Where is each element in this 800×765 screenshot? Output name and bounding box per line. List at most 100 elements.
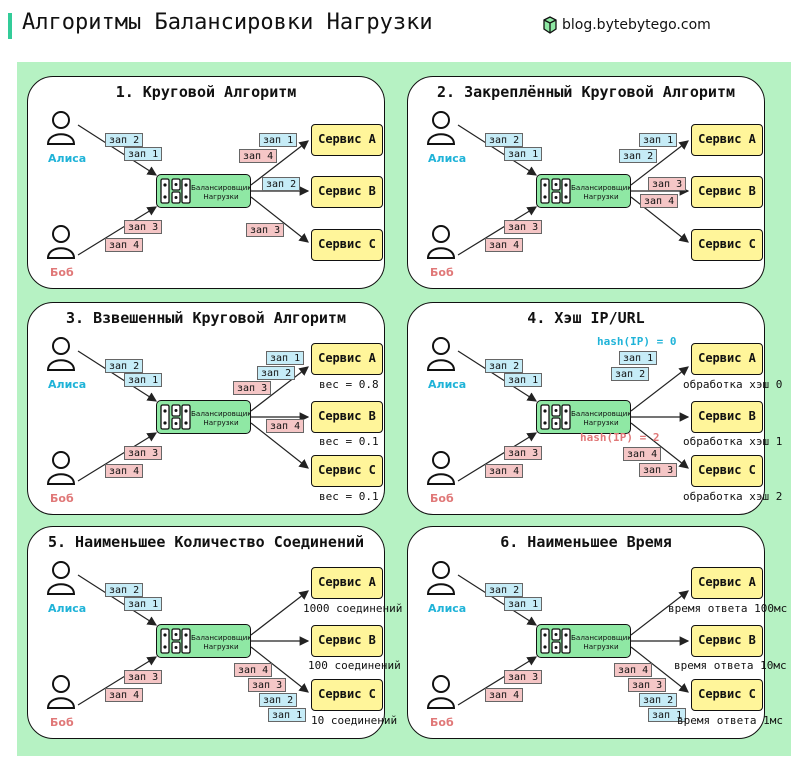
service-a-note: обработка хэш 0 xyxy=(683,378,783,391)
service-a-box: Сервис A xyxy=(691,124,763,156)
request-badge: зап 1 xyxy=(268,708,307,722)
service-a-box: Сервис A xyxy=(311,567,383,599)
panel-title: 3. Взвешенный Круговой Алгоритм xyxy=(66,309,346,327)
load-balancer-icon xyxy=(540,404,571,430)
request-badge: зап 4 xyxy=(105,238,144,252)
service-c-box: Сервис C xyxy=(691,679,763,711)
request-badge: зап 4 xyxy=(623,447,662,461)
request-badge: зап 1 xyxy=(266,351,305,365)
service-a-box: Сервис A xyxy=(691,567,763,599)
request-badge: зап 4 xyxy=(105,688,144,702)
service-b-note: вес = 0.1 xyxy=(319,435,379,448)
request-badge: зап 4 xyxy=(485,464,524,478)
request-badge: зап 2 xyxy=(105,133,144,147)
panel-title: 1. Круговой Алгоритм xyxy=(115,83,297,101)
request-badge: зап 3 xyxy=(233,381,272,395)
request-badge: зап 2 xyxy=(262,177,301,191)
bytebytego-logo-icon xyxy=(543,16,557,34)
alice-label: Алиса xyxy=(428,602,467,615)
alice-label: Алиса xyxy=(48,378,87,391)
service-b-note: обработка хэш 1 xyxy=(683,435,783,448)
request-badge: зап 3 xyxy=(648,177,687,191)
bob-avatar-icon xyxy=(426,675,456,709)
page-title: Алгоритмы Балансировки Нагрузки xyxy=(22,10,433,35)
alice-avatar-icon xyxy=(426,561,456,595)
request-badge: зап 2 xyxy=(485,583,524,597)
connectors xyxy=(77,124,310,256)
alice-avatar-icon xyxy=(426,111,456,145)
request-badge: зап 4 xyxy=(485,238,524,252)
load-balancer-icon xyxy=(540,178,571,204)
request-badge: зап 4 xyxy=(266,419,305,433)
request-badge: зап 4 xyxy=(234,663,273,677)
bob-label: Боб xyxy=(50,492,74,505)
request-badge: зап 4 xyxy=(485,688,524,702)
bob-avatar-icon xyxy=(426,225,456,259)
panel-sticky-round-robin: 2. Закреплённый Круговой Алгоритм Алиса … xyxy=(407,76,765,289)
request-badge: зап 4 xyxy=(640,194,679,208)
bob-avatar-icon xyxy=(46,675,76,709)
service-a-box: Сервис A xyxy=(311,343,383,375)
panel-weighted-round-robin: 3. Взвешенный Круговой Алгоритм Алиса Бо… xyxy=(27,302,385,515)
service-b-box: Сервис B xyxy=(691,401,763,433)
request-badge: зап 4 xyxy=(614,663,653,677)
panel-least-connections: 5. Наименьшее Количество Соединений Алис… xyxy=(27,526,402,739)
service-c-note: обработка хэш 2 xyxy=(683,490,783,503)
service-b-box: Сервис B xyxy=(691,176,763,208)
connectors xyxy=(77,574,310,706)
request-badge: зап 2 xyxy=(485,133,524,147)
connectors xyxy=(457,574,690,706)
request-badge: зап 2 xyxy=(257,366,296,380)
bob-label: Боб xyxy=(430,492,454,505)
alice-avatar-icon xyxy=(46,337,76,371)
hash-ip-two-label: hash(IP) = 2 xyxy=(580,431,660,444)
service-c-note: время ответа 1мс xyxy=(677,714,783,727)
request-badge: зап 2 xyxy=(619,149,658,163)
request-badge: зап 3 xyxy=(124,670,163,684)
request-badge: зап 3 xyxy=(504,446,543,460)
bob-avatar-icon xyxy=(426,451,456,485)
service-a-box: Сервис A xyxy=(311,124,383,156)
alice-avatar-icon xyxy=(46,561,76,595)
site-link[interactable]: blog.bytebytego.com xyxy=(562,17,711,33)
panel-title: 5. Наименьшее Количество Соединений xyxy=(47,533,365,551)
load-balancer-icon xyxy=(540,628,571,654)
bob-avatar-icon xyxy=(46,225,76,259)
service-c-box: Сервис C xyxy=(311,229,383,261)
request-badge: зап 3 xyxy=(248,678,287,692)
request-badge: зап 1 xyxy=(124,597,163,611)
connectors xyxy=(77,350,310,482)
panel-round-robin: 1. Круговой Алгоритм Алиса Боб зап 2 зап… xyxy=(27,76,385,289)
service-c-note: 10 соединений xyxy=(311,714,398,727)
alice-label: Алиса xyxy=(48,602,87,615)
request-badge: зап 4 xyxy=(239,149,278,163)
bob-label: Боб xyxy=(430,266,454,279)
service-a-box: Сервис A xyxy=(691,343,763,375)
connectors xyxy=(457,350,690,482)
service-c-box: Сервис C xyxy=(311,679,383,711)
service-a-note: 1000 соединений xyxy=(303,602,403,615)
service-a-note: время ответа 100мс xyxy=(668,602,788,615)
alice-avatar-icon xyxy=(426,337,456,371)
request-badge: зап 3 xyxy=(124,220,163,234)
panel-title: 4. Хэш IP/URL xyxy=(527,309,645,327)
alice-label: Алиса xyxy=(48,152,87,165)
alice-label: Алиса xyxy=(428,152,467,165)
panel-ip-url-hash: 4. Хэш IP/URL Алиса Боб зап 2 зап 1 зап … xyxy=(407,302,782,515)
load-balancer-icon xyxy=(160,404,191,430)
request-badge: зап 1 xyxy=(124,147,163,161)
panel-least-time: 6. Наименьшее Время Алиса Боб зап 2 зап … xyxy=(407,526,787,739)
request-badge: зап 1 xyxy=(648,708,687,722)
load-balancer-icon xyxy=(160,628,191,654)
service-b-note: время ответа 10мс xyxy=(674,659,787,672)
request-badge: зап 1 xyxy=(619,351,658,365)
connectors xyxy=(457,124,690,256)
panel-title: 6. Наименьшее Время xyxy=(500,533,672,551)
